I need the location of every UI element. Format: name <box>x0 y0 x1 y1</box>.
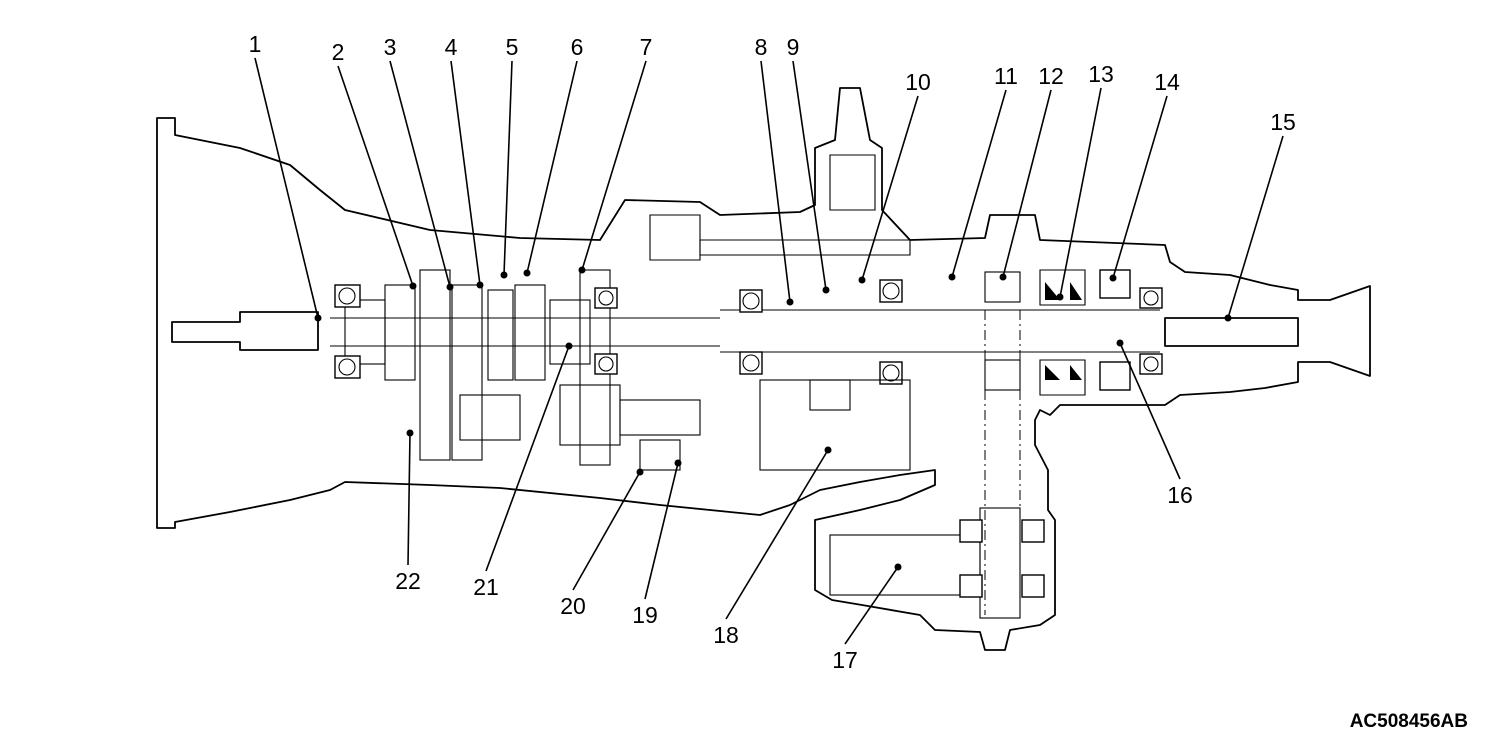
callout-16: 16 <box>1116 339 1193 508</box>
leader-line-13 <box>1059 87 1102 298</box>
leader-dot-9 <box>822 286 830 294</box>
callout-17: 17 <box>832 563 902 673</box>
callout-5: 5 <box>500 34 519 279</box>
callout-number-4: 4 <box>445 34 458 60</box>
callout-number-11: 11 <box>994 63 1018 89</box>
leader-dot-6 <box>523 269 531 277</box>
callout-number-7: 7 <box>640 34 653 60</box>
leader-line-10 <box>861 95 919 281</box>
callout-number-8: 8 <box>755 34 768 60</box>
leader-dot-2 <box>409 282 417 290</box>
leader-line-18 <box>725 449 829 620</box>
leader-line-21 <box>485 345 570 572</box>
leader-dot-21 <box>565 342 573 350</box>
leader-dot-4 <box>476 281 484 289</box>
leader-dot-15 <box>1224 314 1232 322</box>
callout-15: 15 <box>1224 109 1296 322</box>
leader-line-19 <box>644 462 679 600</box>
callout-1: 1 <box>249 31 322 322</box>
callout-19: 19 <box>632 459 682 628</box>
leader-dot-19 <box>674 459 682 467</box>
leader-line-4 <box>450 60 481 286</box>
callout-number-19: 19 <box>632 602 658 628</box>
leader-line-9 <box>792 60 827 291</box>
leader-line-8 <box>760 60 791 303</box>
callout-number-2: 2 <box>332 39 345 65</box>
callout-11: 11 <box>948 63 1018 281</box>
leader-dot-18 <box>824 446 832 454</box>
leader-line-12 <box>1002 89 1052 278</box>
callout-number-17: 17 <box>832 647 858 673</box>
figure-code: AC508456AB <box>1350 711 1468 732</box>
leader-line-6 <box>526 60 578 274</box>
callout-4: 4 <box>445 34 484 289</box>
leader-dot-5 <box>500 271 508 279</box>
leader-dot-8 <box>786 298 794 306</box>
leader-line-11 <box>951 89 1007 278</box>
callout-number-9: 9 <box>787 34 800 60</box>
leader-dot-10 <box>858 276 866 284</box>
leader-dot-17 <box>894 563 902 571</box>
leader-dot-11 <box>948 273 956 281</box>
callout-12: 12 <box>999 63 1064 281</box>
leader-dot-13 <box>1056 293 1064 301</box>
leader-line-22 <box>407 432 411 566</box>
callout-number-18: 18 <box>713 622 739 648</box>
leader-line-1 <box>254 57 319 319</box>
callout-6: 6 <box>523 34 584 277</box>
leader-line-3 <box>389 60 451 288</box>
callout-13: 13 <box>1056 61 1114 301</box>
callout-21: 21 <box>473 342 573 600</box>
callout-number-21: 21 <box>473 574 499 600</box>
leader-line-14 <box>1112 95 1168 279</box>
leader-line-16 <box>1119 342 1181 480</box>
callout-number-1: 1 <box>249 31 262 57</box>
callout-number-22: 22 <box>395 568 421 594</box>
callout-number-15: 15 <box>1270 109 1296 135</box>
callout-number-12: 12 <box>1038 63 1064 89</box>
leader-line-20 <box>572 471 641 591</box>
callout-number-20: 20 <box>560 593 586 619</box>
callout-number-16: 16 <box>1167 482 1193 508</box>
callout-8: 8 <box>755 34 794 306</box>
callout-20: 20 <box>560 468 644 619</box>
leader-line-2 <box>337 65 414 287</box>
leader-line-17 <box>844 566 899 645</box>
callout-18: 18 <box>713 446 832 648</box>
leader-dot-3 <box>446 283 454 291</box>
callout-3: 3 <box>384 34 454 291</box>
callout-2: 2 <box>332 39 417 290</box>
callout-14: 14 <box>1109 69 1180 282</box>
leader-dot-12 <box>999 273 1007 281</box>
callout-7: 7 <box>578 34 653 274</box>
callout-10: 10 <box>858 69 931 284</box>
leader-dot-1 <box>314 314 322 322</box>
callout-22: 22 <box>395 429 421 594</box>
leader-line-5 <box>503 60 513 276</box>
callout-number-10: 10 <box>905 69 931 95</box>
callout-number-13: 13 <box>1088 61 1114 87</box>
callout-9: 9 <box>787 34 830 294</box>
transmission-drawing <box>156 87 1371 651</box>
leader-line-7 <box>581 60 647 271</box>
callout-number-5: 5 <box>506 34 519 60</box>
leader-dot-22 <box>406 429 414 437</box>
callout-number-6: 6 <box>571 34 584 60</box>
callout-number-3: 3 <box>384 34 397 60</box>
leader-line-15 <box>1227 135 1284 319</box>
leader-dot-20 <box>636 468 644 476</box>
leader-dot-7 <box>578 266 586 274</box>
leader-dot-14 <box>1109 274 1117 282</box>
callout-number-14: 14 <box>1154 69 1180 95</box>
leader-dot-16 <box>1116 339 1124 347</box>
